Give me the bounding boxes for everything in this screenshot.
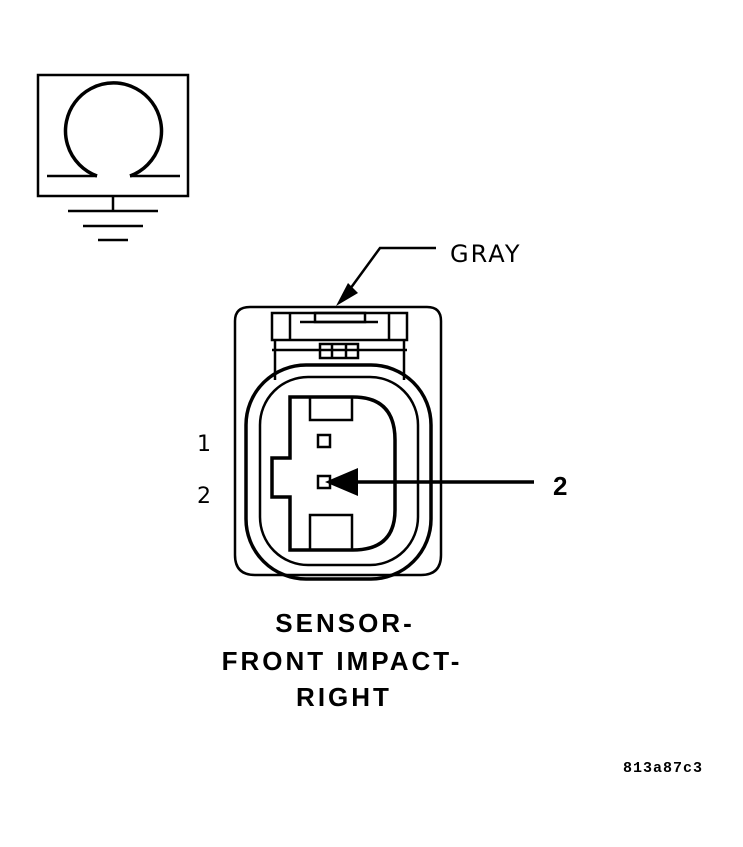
- callout-label: 2: [553, 471, 567, 501]
- connector-body: [233, 305, 443, 581]
- title-line-1: SENSOR-: [275, 608, 414, 638]
- title-line-3: RIGHT: [296, 682, 392, 712]
- pin-1-cavity: [316, 433, 332, 449]
- wire-color-label: GRAY: [450, 240, 522, 268]
- ground-symbol-icon: [36, 73, 190, 242]
- wire-color-leader: [336, 246, 436, 306]
- pin-2-label: 2: [197, 484, 211, 509]
- figure-code: 813a87c3: [623, 760, 703, 777]
- pin-1-label: 1: [197, 432, 211, 457]
- title-line-2: FRONT IMPACT-: [222, 646, 463, 676]
- callout-arrow: [325, 468, 534, 496]
